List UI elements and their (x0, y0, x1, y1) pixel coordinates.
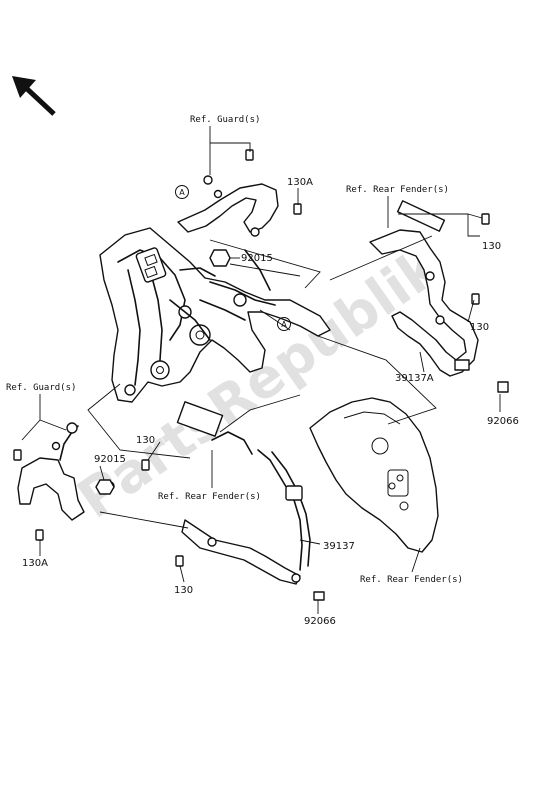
bolt-130-right (481, 213, 490, 225)
label-130-right: 130 (482, 241, 501, 252)
bolt-130a-top (293, 203, 302, 215)
bracket-39137a (369, 200, 479, 377)
callout-a-2: A (277, 317, 291, 331)
nut-92015-left (95, 479, 115, 495)
label-39137: 39137 (323, 541, 355, 552)
label-130-left: 130 (136, 435, 155, 446)
label-ref-rear-fender-bottom: Ref. Rear Fender(s) (360, 575, 463, 585)
fasteners (13, 149, 509, 601)
label-130a-left: 130A (22, 558, 48, 569)
label-92066-right: 92066 (487, 416, 519, 427)
label-ref-rear-fender-top: Ref. Rear Fender(s) (346, 185, 449, 195)
bolt-guard-left (13, 449, 22, 461)
clip-92066-right (497, 381, 509, 393)
bolt-top (245, 149, 254, 161)
svg-text:A: A (179, 188, 185, 197)
frame-assembly (99, 227, 331, 403)
label-130a-top: 130A (287, 177, 313, 188)
guard-bracket-top (177, 175, 279, 237)
label-39137a: 39137A (395, 373, 434, 384)
bolt-130a-left (35, 529, 44, 541)
svg-text:A: A (281, 320, 287, 329)
leader-lines (21, 126, 501, 614)
nut-92015-top (209, 249, 231, 267)
label-ref-rear-fender-mid: Ref. Rear Fender(s) (158, 492, 261, 502)
label-92015-left: 92015 (94, 454, 126, 465)
bolt-130-left (141, 459, 150, 471)
callout-a-1: A (175, 185, 189, 199)
label-92015-top: 92015 (241, 253, 273, 264)
clip-92066-bottom (313, 591, 325, 601)
label-ref-guard-top: Ref. Guard(s) (190, 115, 260, 125)
rear-fender (309, 397, 439, 553)
label-130-right-mid: 130 (470, 322, 489, 333)
bolt-130-bottom (175, 555, 184, 567)
front-direction-arrow-icon (12, 76, 56, 116)
label-92066-bottom: 92066 (304, 616, 336, 627)
label-130-bottom: 130 (174, 585, 193, 596)
bracket-39137 (176, 401, 311, 585)
label-ref-guard-left: Ref. Guard(s) (6, 383, 76, 393)
